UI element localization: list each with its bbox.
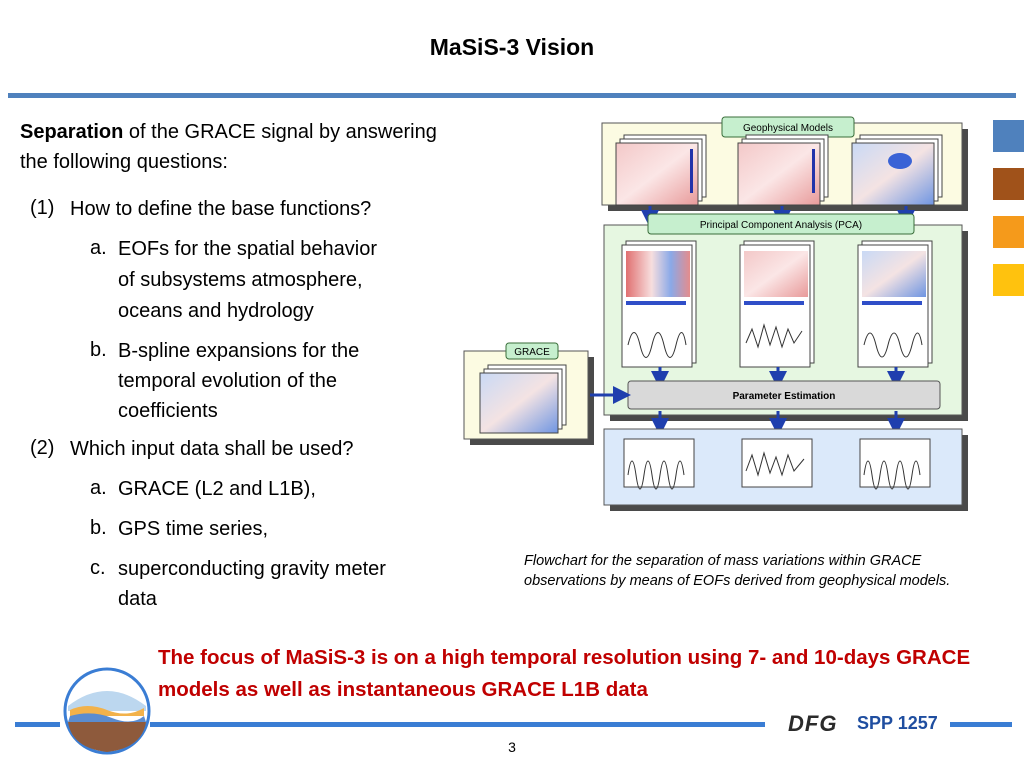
q1-item-a-line2: of subsystems atmosphere,	[118, 269, 363, 291]
q1-item-a-label: a.	[90, 237, 107, 259]
footer-divider-right	[950, 722, 1012, 727]
q2-item-a-line1: GRACE (L2 and L1B),	[118, 478, 316, 500]
question-2-text: Which input data shall be used?	[70, 438, 354, 460]
title-divider	[8, 93, 1016, 98]
q1-item-b-line3: coefficients	[118, 400, 218, 422]
footer-divider-left	[15, 722, 60, 727]
q2-item-a-label: a.	[90, 477, 107, 499]
flowchart-diagram: Geophysical Models Principal Component A…	[463, 116, 968, 511]
accent-square-brown	[993, 168, 1024, 200]
pca-label: Principal Component Analysis (PCA)	[700, 220, 862, 231]
question-2-number: (2)	[30, 437, 55, 459]
parameter-estimation-label: Parameter Estimation	[733, 391, 836, 402]
q1-item-a-line3: oceans and hydrology	[118, 300, 314, 322]
question-1-number: (1)	[30, 197, 55, 219]
q2-item-b-line1: GPS time series,	[118, 518, 269, 540]
accent-square-orange	[993, 216, 1024, 248]
q2-item-c-label: c.	[90, 557, 106, 579]
focus-statement: The focus of MaSiS-3 is on a high tempor…	[158, 646, 971, 701]
intro-text: Separation of the GRACE signal by answer…	[20, 117, 465, 177]
accent-square-blue	[993, 120, 1024, 152]
q2-item-b-label: b.	[90, 517, 107, 539]
q1-item-b-line2: temporal evolution of the	[118, 370, 338, 392]
page-number: 3	[508, 739, 516, 755]
intro-rest: of the GRACE signal by answering the fol…	[20, 121, 437, 173]
figure-caption: Flowchart for the separation of mass var…	[524, 553, 951, 589]
q2-item-c-line2: data	[118, 588, 157, 610]
dfg-logo: DFG	[788, 711, 838, 736]
q1-item-b-line1: B-spline expansions for the	[118, 340, 360, 362]
q2-item-c-line1: superconducting gravity meter	[118, 558, 386, 580]
geophysical-models-label: Geophysical Models	[743, 123, 833, 134]
project-logo	[63, 667, 151, 755]
q1-item-b-label: b.	[90, 339, 107, 361]
slide-title: MaSiS-3 Vision	[429, 34, 595, 60]
question-1-text: How to define the base functions?	[70, 198, 372, 220]
spp-label: SPP 1257	[857, 713, 938, 733]
grace-label: GRACE	[514, 347, 550, 358]
footer-divider-middle	[150, 722, 765, 727]
q1-item-a-line1: EOFs for the spatial behavior	[118, 238, 378, 260]
accent-square-yellow	[993, 264, 1024, 296]
intro-bold: Separation	[20, 121, 124, 143]
